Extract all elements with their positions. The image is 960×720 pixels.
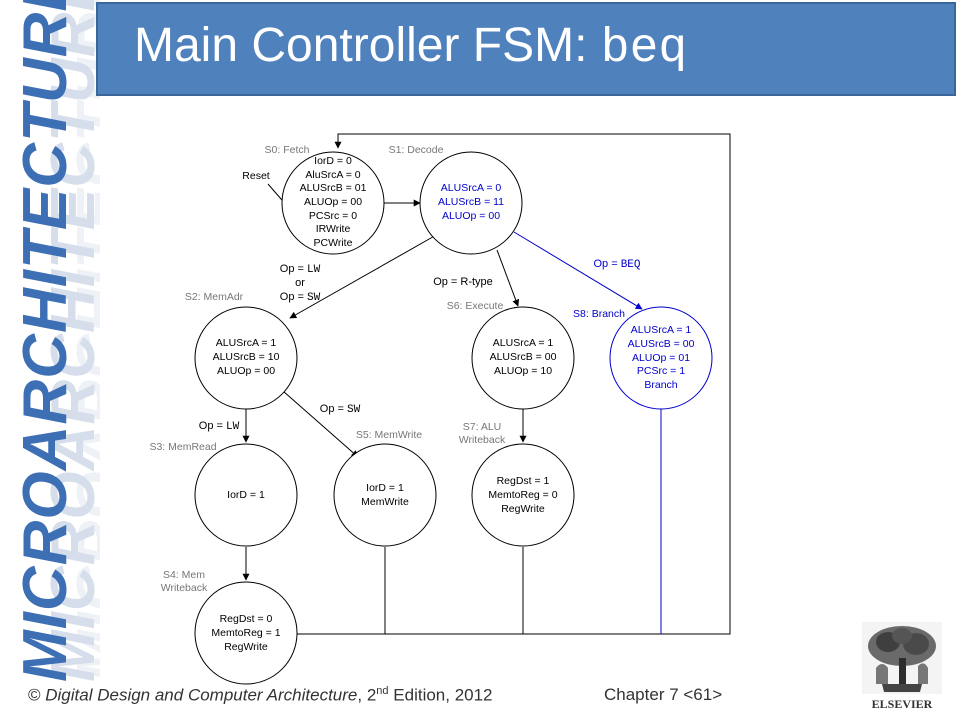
arrow-s1-s8	[513, 231, 643, 310]
state-s0-name: S0: Fetch	[265, 144, 310, 156]
svg-text:PCSrc = 0: PCSrc = 0	[309, 210, 357, 222]
svg-text:PCSrc = 1: PCSrc = 1	[637, 365, 685, 377]
title-banner: Main Controller FSM: beq	[96, 2, 956, 96]
state-s1-name: S1: Decode	[389, 144, 444, 156]
arrow-s1-s2	[289, 233, 439, 319]
svg-text:IorD = 0: IorD = 0	[314, 155, 352, 167]
svg-text:Op = LW: Op = LW	[280, 263, 321, 276]
state-s8: S8: Branch ALUSrcA = 1 ALUSrcB = 00 ALUO…	[573, 306, 713, 410]
title-text: Main Controller FSM:	[134, 19, 601, 72]
state-s7: S7: ALU Writeback RegDst = 1 MemtoReg = …	[459, 421, 575, 547]
state-s7-name-1: S7: ALU	[463, 421, 502, 433]
svg-text:RegDst = 0: RegDst = 0	[220, 613, 273, 625]
svg-text:ALUOp = 00: ALUOp = 00	[217, 365, 275, 377]
svg-text:ALUOp = 01: ALUOp = 01	[632, 352, 690, 364]
state-s3-name: S3: MemRead	[149, 441, 216, 453]
state-s2-name: S2: MemAdr	[185, 291, 244, 303]
svg-text:IorD = 1: IorD = 1	[227, 489, 265, 501]
svg-text:RegWrite: RegWrite	[501, 503, 545, 515]
svg-text:AluSrcA = 0: AluSrcA = 0	[305, 169, 360, 181]
footer-edition-prefix: , 2	[357, 685, 377, 705]
label-s1-s8: Op = BEQ	[593, 258, 640, 271]
footer-edition-suffix: Edition, 2012	[388, 685, 493, 705]
footer-copyright: ©	[28, 685, 46, 705]
svg-text:or: or	[295, 277, 305, 289]
label-s1-s2: Op = LW or Op = SW	[280, 263, 321, 304]
svg-text:ALUSrcB = 01: ALUSrcB = 01	[300, 182, 367, 194]
state-s6-name: S6: Execute	[447, 300, 504, 312]
state-s1: S1: Decode ALUSrcA = 0 ALUSrcB = 11 ALUO…	[389, 144, 523, 255]
elsevier-wordmark: ELSEVIER	[872, 697, 933, 711]
svg-text:ALUSrcB = 00: ALUSrcB = 00	[628, 338, 695, 350]
svg-text:ALUSrcB = 00: ALUSrcB = 00	[490, 351, 557, 363]
elsevier-logo: ELSEVIER	[862, 622, 942, 712]
state-s4: S4: Mem Writeback RegDst = 0 MemtoReg = …	[161, 569, 298, 685]
state-s4-name-2: Writeback	[161, 582, 208, 594]
label-s2-s3: Op = LW	[199, 420, 240, 433]
state-s3: S3: MemRead IorD = 1	[149, 441, 298, 547]
svg-text:ALUSrcA = 1: ALUSrcA = 1	[216, 337, 277, 349]
svg-text:PCWrite: PCWrite	[314, 237, 353, 249]
state-s5-name: S5: MemWrite	[356, 429, 422, 441]
return-line	[246, 133, 731, 635]
svg-text:MemtoReg = 0: MemtoReg = 0	[488, 489, 557, 501]
label-s1-s6: Op = R-type	[433, 276, 493, 288]
footer-edition-sup: nd	[376, 685, 389, 697]
footer-chapter: Chapter 7 <61>	[604, 685, 723, 704]
svg-text:IorD = 1: IorD = 1	[366, 482, 404, 494]
svg-text:ALUOp = 00: ALUOp = 00	[442, 210, 500, 222]
state-s6: S6: Execute ALUSrcA = 1 ALUSrcB = 00 ALU…	[447, 300, 575, 410]
arrow-s1-s6	[496, 249, 520, 307]
state-s8-name: S8: Branch	[573, 308, 625, 320]
footer-citation: © Digital Design and Computer Architectu…	[28, 685, 493, 706]
label-s2-s5: Op = SW	[320, 403, 361, 416]
svg-text:IRWrite: IRWrite	[316, 223, 351, 235]
svg-text:ALUSrcA = 0: ALUSrcA = 0	[441, 182, 502, 194]
state-s0: S0: Fetch IorD = 0 AluSrcA = 0 ALUSrcB =…	[265, 144, 385, 255]
svg-text:ALUSrcA = 1: ALUSrcA = 1	[631, 324, 692, 336]
svg-text:Op = SW: Op = SW	[280, 291, 321, 304]
arrow-s2-s5	[282, 390, 359, 458]
svg-text:ALUSrcA = 1: ALUSrcA = 1	[493, 337, 554, 349]
svg-text:ALUSrcB = 11: ALUSrcB = 11	[438, 196, 504, 208]
svg-text:MemWrite: MemWrite	[361, 496, 409, 508]
reset-label: Reset	[242, 170, 270, 182]
svg-text:MemtoReg = 1: MemtoReg = 1	[211, 627, 280, 639]
page-title: Main Controller FSM: beq	[134, 18, 687, 76]
svg-text:ALUOp = 00: ALUOp = 00	[304, 196, 362, 208]
svg-text:RegDst = 1: RegDst = 1	[497, 475, 550, 487]
svg-text:ALUSrcB = 10: ALUSrcB = 10	[213, 351, 280, 363]
state-s7-name-2: Writeback	[459, 434, 506, 446]
state-s5: S5: MemWrite IorD = 1 MemWrite	[333, 429, 437, 547]
state-s4-name-1: S4: Mem	[163, 569, 205, 581]
svg-text:ALUOp = 10: ALUOp = 10	[494, 365, 552, 377]
state-s2: S2: MemAdr ALUSrcA = 1 ALUSrcB = 10 ALUO…	[185, 291, 298, 410]
svg-text:Branch: Branch	[644, 379, 677, 391]
title-code: beq	[600, 22, 688, 76]
svg-text:RegWrite: RegWrite	[224, 641, 268, 653]
footer-book-title: Digital Design and Computer Architecture	[45, 685, 358, 705]
tree-icon: ELSEVIER	[862, 622, 942, 711]
